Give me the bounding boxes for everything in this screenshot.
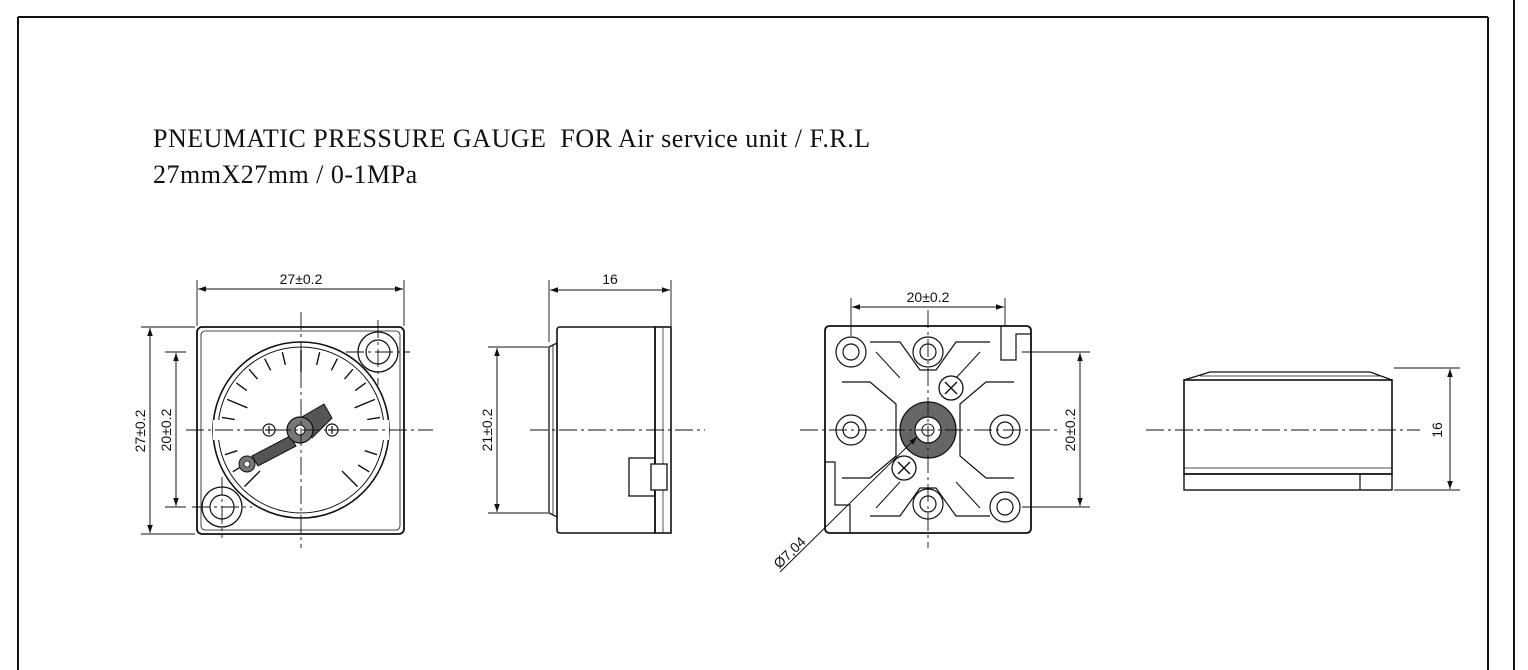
back-view — [779, 298, 1090, 573]
dial-tick-marks — [221, 350, 381, 488]
back-hole-spacing-dimension: 20±0.2 — [907, 289, 950, 305]
side-body-outline — [556, 326, 656, 534]
back-screw-icon — [938, 375, 964, 401]
dial-tick — [364, 450, 378, 456]
dial-tick — [248, 368, 259, 380]
dial-tick — [221, 416, 235, 421]
dial-tick — [357, 464, 370, 473]
side-depth-dimension: 16 — [602, 271, 618, 287]
port-diameter-dimension: Ø7,04 — [770, 533, 809, 571]
dial-tick — [354, 382, 367, 392]
back-body-outline — [824, 325, 1032, 534]
dial-tick — [224, 450, 238, 456]
front-height-dimension: 27±0.2 — [132, 409, 148, 452]
front-extension-lines — [141, 280, 405, 535]
front-hole-dimension: 20±0.2 — [158, 408, 174, 451]
dial-tick — [354, 398, 376, 409]
gauge-pointer — [238, 403, 333, 473]
side-height-dimension: 21±0.2 — [479, 408, 495, 451]
right-body-outline — [1183, 379, 1393, 475]
dial-tick — [315, 352, 321, 366]
dial-tick — [330, 358, 338, 371]
dial-tick — [281, 352, 287, 366]
front-body-outline — [196, 326, 405, 535]
dial-tick — [264, 358, 272, 371]
dial-tick — [235, 382, 248, 392]
front-dimension-lines — [147, 286, 403, 533]
right-view — [1146, 367, 1460, 491]
drawing-title: PNEUMATIC PRESSURE GAUGE FOR Air service… — [153, 124, 871, 153]
drawing-subtitle: 27mmX27mm / 0-1MPa — [153, 160, 418, 189]
back-height-dimension: 20±0.2 — [1062, 408, 1078, 451]
front-centerlines — [186, 312, 433, 548]
dial-tick — [243, 470, 261, 488]
dial-tick — [341, 470, 359, 488]
side-view — [488, 280, 705, 534]
dial-tick — [367, 416, 381, 421]
dial-tick — [343, 368, 354, 380]
front-view — [141, 280, 433, 548]
dial-tick — [226, 398, 248, 409]
front-width-dimension: 27±0.2 — [280, 271, 323, 287]
sheet-border — [17, 0, 1515, 670]
right-height-dimension: 16 — [1429, 422, 1445, 438]
back-screw-icon — [891, 455, 917, 481]
